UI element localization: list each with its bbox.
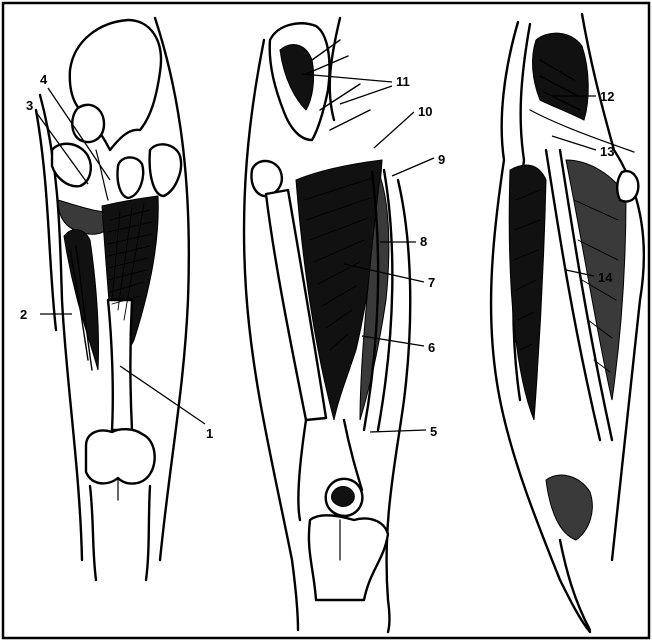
middle-thigh-figure	[244, 18, 410, 632]
label-9: 9	[438, 152, 445, 167]
label-12: 12	[600, 89, 614, 104]
label-14: 14	[598, 270, 613, 285]
label-5: 5	[430, 424, 437, 439]
label-7: 7	[428, 275, 435, 290]
label-3: 3	[26, 98, 33, 113]
label-13: 13	[600, 144, 614, 159]
label-6: 6	[428, 340, 435, 355]
label-10: 10	[418, 104, 432, 119]
left-thigh-figure	[36, 18, 189, 580]
label-8: 8	[420, 234, 427, 249]
label-4: 4	[40, 72, 48, 87]
right-thigh-figure	[491, 14, 644, 632]
label-1: 1	[206, 426, 213, 441]
label-11: 11	[396, 74, 410, 89]
knee-left	[86, 429, 155, 483]
tibia-medial	[309, 515, 388, 600]
femur-left	[108, 300, 132, 430]
label-2: 2	[20, 307, 27, 322]
